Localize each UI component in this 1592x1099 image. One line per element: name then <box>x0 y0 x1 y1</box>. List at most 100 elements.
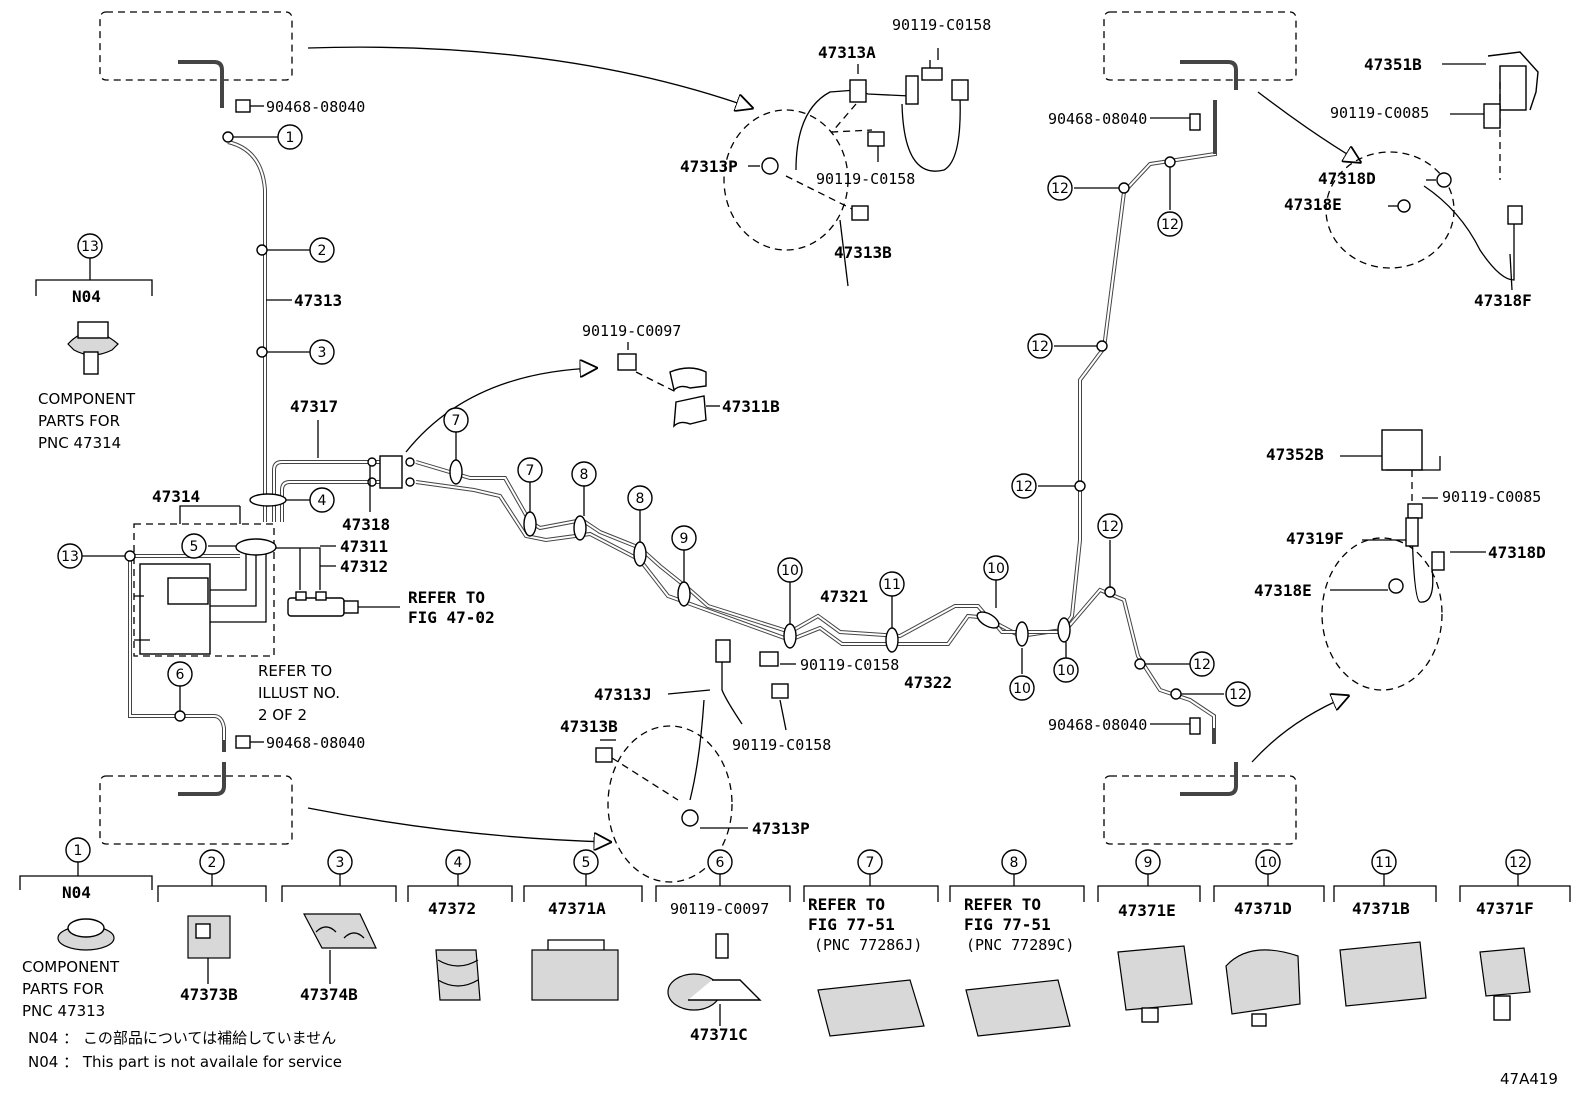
clip-5 <box>235 538 277 556</box>
label-47313: 47313 <box>294 291 342 310</box>
wheel-box-rear-right <box>1103 762 1297 845</box>
legend-callout-2: 2 <box>199 849 225 875</box>
arrow-to-front-left-detail <box>307 46 752 108</box>
label-90119-C0097: 90119-C0097 <box>582 322 681 340</box>
callout-8b: 8 <box>627 485 653 511</box>
callout-4-diagram: 4 <box>309 487 335 513</box>
arrow-to-clip-detail <box>405 368 596 453</box>
label-component-top-1: COMPONENT <box>38 390 136 408</box>
svg-text:9: 9 <box>1144 855 1153 871</box>
callout-6-diagram: 6 <box>167 661 193 687</box>
callout-12b: 12 <box>1157 211 1183 237</box>
label-90119-C0085-a: 90119-C0085 <box>1330 104 1429 122</box>
footnote-en: N04 ： This part is not availale for serv… <box>28 1053 342 1071</box>
wheel-box-rear-left <box>99 762 293 845</box>
footnote-jp: N04 ： この部品については補給していません <box>28 1029 336 1047</box>
detail-clip-47311B <box>617 353 707 428</box>
svg-text:8: 8 <box>636 491 645 507</box>
callout-7b: 7 <box>517 457 543 483</box>
legend-7-note-1: FIG 77-51 <box>808 915 895 934</box>
svg-text:2: 2 <box>318 243 327 259</box>
legend-6-part: 47371C <box>690 1025 748 1044</box>
arrow-to-rear-right-detail <box>1251 696 1348 763</box>
svg-text:9: 9 <box>680 531 689 547</box>
legend-callout-6: 6 <box>707 849 733 875</box>
legend-7-note-2: (PNC 77286J) <box>814 936 922 954</box>
label-component-top-3: PNC 47314 <box>38 434 121 452</box>
component-13-box <box>35 256 153 375</box>
label-47314: 47314 <box>152 487 200 506</box>
svg-text:12: 12 <box>1101 519 1119 535</box>
callout-12c: 12 <box>1027 333 1053 359</box>
callout-12f: 12 <box>1189 651 1215 677</box>
legend-1-note-3: PNC 47313 <box>22 1002 105 1020</box>
legend-11-code: 47371B <box>1352 899 1410 918</box>
legend-callout-8: 8 <box>1001 849 1027 875</box>
label-90119-C0158-d: 90119-C0158 <box>732 736 831 754</box>
svg-text:4: 4 <box>318 493 327 509</box>
label-47318E-top: 47318E <box>1284 195 1342 214</box>
svg-text:13: 13 <box>61 549 79 565</box>
svg-text:12: 12 <box>1161 217 1179 233</box>
callout-12d: 12 <box>1011 473 1037 499</box>
label-n04-top: N04 <box>72 287 101 306</box>
pipe-clip-ovals <box>449 459 1071 653</box>
svg-text:5: 5 <box>582 855 591 871</box>
label-47318E-bot: 47318E <box>1254 581 1312 600</box>
leader-lines <box>82 48 1513 1026</box>
part-labels: 47313 47317 47314 47318 47311 47312 REFE… <box>38 16 1546 838</box>
svg-text:12: 12 <box>1015 479 1033 495</box>
svg-text:1: 1 <box>286 130 295 146</box>
legend-6-code: 90119-C0097 <box>670 900 769 918</box>
label-47319F: 47319F <box>1286 529 1344 548</box>
callout-7a: 7 <box>443 407 469 433</box>
svg-text:3: 3 <box>336 855 345 871</box>
callout-12e: 12 <box>1097 513 1123 539</box>
label-47313A: 47313A <box>818 43 876 62</box>
legend-1-note-1: COMPONENT <box>22 958 120 976</box>
label-47311: 47311 <box>340 537 388 556</box>
label-47313B-bot: 47313B <box>560 717 618 736</box>
label-47313B-top: 47313B <box>834 243 892 262</box>
svg-text:11: 11 <box>883 577 901 593</box>
label-clip-c: 90468-08040 <box>1048 110 1147 128</box>
detail-rear-right-hose <box>1321 429 1445 691</box>
svg-text:10: 10 <box>1057 663 1075 679</box>
svg-text:7: 7 <box>526 463 535 479</box>
label-47318: 47318 <box>342 515 390 534</box>
callout-3-diagram: 3 <box>309 339 335 365</box>
svg-text:6: 6 <box>176 667 185 683</box>
callout-10c: 10 <box>1009 675 1035 701</box>
svg-text:8: 8 <box>1010 855 1019 871</box>
label-47312: 47312 <box>340 557 388 576</box>
callout-12g: 12 <box>1225 681 1251 707</box>
svg-text:12: 12 <box>1229 687 1247 703</box>
svg-text:12: 12 <box>1193 657 1211 673</box>
legend-12-code: 47371F <box>1476 899 1534 918</box>
legend-10-code: 47371D <box>1234 899 1292 918</box>
callout-12a: 12 <box>1047 175 1073 201</box>
callout-10a: 10 <box>777 557 803 583</box>
svg-text:7: 7 <box>866 855 875 871</box>
label-refer-illust-1: REFER TO <box>258 662 332 680</box>
callout-11: 11 <box>879 571 905 597</box>
legend-callout-4: 4 <box>445 849 471 875</box>
detail-front-right-hose <box>1325 51 1539 281</box>
label-clip-d: 90468-08040 <box>1048 716 1147 734</box>
legend-8-code: REFER TO <box>964 895 1041 914</box>
label-90119-C0158-c: 90119-C0158 <box>800 656 899 674</box>
svg-text:10: 10 <box>1259 855 1277 871</box>
arrow-to-rear-left-detail <box>307 807 610 842</box>
label-90119-C0158-a: 90119-C0158 <box>892 16 991 34</box>
label-47318D-top: 47318D <box>1318 169 1376 188</box>
legend-5-code: 47371A <box>548 899 606 918</box>
master-cylinder <box>287 591 400 617</box>
svg-text:10: 10 <box>987 561 1005 577</box>
legend-callout-3: 3 <box>327 849 353 875</box>
label-component-top-2: PARTS FOR <box>38 412 120 430</box>
legend-2-part: 47373B <box>180 985 238 1004</box>
label-47313J: 47313J <box>594 685 652 704</box>
label-90119-C0158-b: 90119-C0158 <box>816 170 915 188</box>
label-47317: 47317 <box>290 397 338 416</box>
